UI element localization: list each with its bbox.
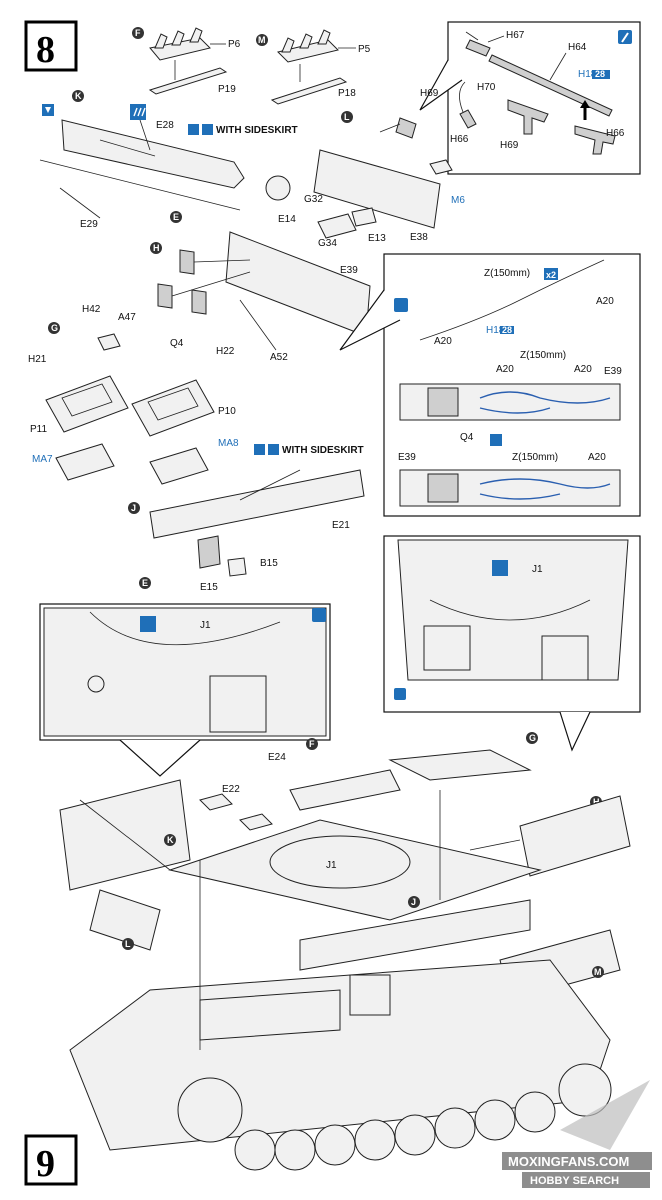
- callout-l-9: L: [125, 939, 131, 949]
- part-group-m-top: M P5 P18: [256, 29, 371, 105]
- label-j1-right: J1: [532, 564, 543, 575]
- h18-badge: [592, 70, 610, 79]
- label-h42: H42: [82, 304, 101, 315]
- cable-detail-inset: Z(150mm) x2 A20 A20 H18 28 A20 Z(150mm) …: [339, 253, 641, 517]
- label-h66-right: H66: [606, 128, 625, 139]
- label-p19: P19: [218, 84, 236, 95]
- step-8-number: 8: [36, 29, 55, 71]
- label-e24: E24: [268, 752, 286, 763]
- label-e21: E21: [332, 520, 350, 531]
- label-a20-mid2: A20: [574, 364, 592, 375]
- label-p11: P11: [30, 424, 47, 435]
- part-group-j: WITH SIDESKIRT J E21 E15 B15 E: [128, 444, 365, 593]
- label-e14: E14: [278, 214, 296, 225]
- callout-f-9: F: [309, 739, 315, 749]
- label-cable-len: Z(150mm): [484, 268, 530, 279]
- label-g34: G34: [318, 238, 337, 249]
- label-h69-inset: H69: [500, 140, 519, 151]
- hull-detail-inset-right: J1: [383, 535, 641, 752]
- callout-g-9: G: [529, 733, 536, 743]
- label-e22: E22: [222, 784, 240, 795]
- label-h18-num: 28: [595, 69, 605, 79]
- label-a20-left: A20: [434, 336, 452, 347]
- callout-m-9: M: [594, 967, 602, 977]
- label-h67: H67: [506, 30, 525, 41]
- label-p6: P6: [228, 39, 241, 50]
- label-h66-left: H66: [450, 134, 469, 145]
- callout-m: M: [258, 35, 266, 45]
- label-e15: E15: [200, 582, 218, 593]
- label-e39-mid: E39: [604, 366, 622, 377]
- callout-j-9: J: [411, 897, 416, 907]
- label-h18-cable: H18: [486, 325, 505, 336]
- label-q4-cable: Q4: [460, 432, 474, 443]
- label-h64: H64: [568, 42, 587, 53]
- callout-h-9: H: [593, 797, 600, 807]
- label-e39: E39: [340, 265, 358, 276]
- label-h21: H21: [28, 354, 47, 365]
- part-group-l: L H69 E14 G32 M6 G34 E13 E38: [265, 88, 465, 249]
- watermark-line1: MOXINGFANS.COM: [508, 1154, 629, 1169]
- label-m6: M6: [451, 195, 465, 206]
- label-with-sideskirt-2: WITH SIDESKIRT: [282, 445, 364, 456]
- label-e13: E13: [368, 233, 386, 244]
- label-j1-left: J1: [200, 620, 211, 631]
- label-e29: E29: [80, 219, 98, 230]
- label-h70: H70: [477, 82, 496, 93]
- watermark-line2: HOBBY SEARCH: [530, 1175, 619, 1187]
- label-cable-bot: Z(150mm): [512, 452, 558, 463]
- label-e38: E38: [410, 232, 428, 243]
- step-9-marker: 9: [24, 1134, 78, 1186]
- part-group-f-top: F P6 P19: [132, 27, 241, 95]
- gun-detail-inset: H67 H64 H70 H66 H69 H18 28 H66: [419, 21, 641, 175]
- label-a20-bot: A20: [588, 452, 606, 463]
- callout-h: H: [153, 243, 160, 253]
- callout-e-j: E: [142, 578, 148, 588]
- label-cable-mid: Z(150mm): [520, 350, 566, 361]
- callout-k: K: [75, 91, 82, 101]
- label-ma8: MA8: [218, 438, 239, 449]
- label-p5: P5: [358, 44, 371, 55]
- callout-g: G: [51, 323, 58, 333]
- step-9-assembly: E24 E22 F G H K J1 J L M: [59, 732, 631, 1171]
- label-a47: A47: [118, 312, 136, 323]
- label-q4: Q4: [170, 338, 184, 349]
- hull-detail-inset-left: J1: [39, 603, 331, 777]
- callout-j: J: [131, 503, 136, 513]
- callout-k-9: K: [167, 835, 174, 845]
- label-a52: A52: [270, 352, 288, 363]
- label-h18-num-cable: 28: [502, 325, 512, 335]
- part-group-h: H E39 Q4 A52: [150, 231, 371, 363]
- label-g32: G32: [304, 194, 323, 205]
- label-p18: P18: [338, 88, 356, 99]
- label-ma7: MA7: [32, 454, 53, 465]
- callout-e: E: [173, 212, 179, 222]
- step-9-number: 9: [36, 1143, 55, 1185]
- paint-brush-icon-2: [394, 298, 408, 312]
- label-x2: x2: [546, 270, 556, 280]
- label-h22: H22: [216, 346, 235, 357]
- paper-plane-logo-icon: [560, 1080, 650, 1150]
- part-group-g: G H42 A47 H21 H22 P11 MA7 P10 MA8: [28, 304, 239, 485]
- callout-l: L: [344, 112, 350, 122]
- watermark: MOXINGFANS.COM HOBBY SEARCH: [502, 1080, 652, 1188]
- label-h69: H69: [420, 88, 439, 99]
- label-e39-bot: E39: [398, 452, 416, 463]
- label-b15: B15: [260, 558, 278, 569]
- label-e28: E28: [156, 120, 174, 131]
- label-p10: P10: [218, 406, 236, 417]
- label-with-sideskirt-1: WITH SIDESKIRT: [216, 125, 298, 136]
- callout-f: F: [135, 28, 141, 38]
- label-j1-center: J1: [326, 860, 337, 871]
- label-a20-top: A20: [596, 296, 614, 307]
- step-8-marker: 8: [24, 20, 78, 72]
- part-group-k: K E28 WITH SIDESKIRT E29 E: [39, 90, 298, 230]
- label-a20-mid1: A20: [496, 364, 514, 375]
- label-h18: H18: [578, 69, 597, 80]
